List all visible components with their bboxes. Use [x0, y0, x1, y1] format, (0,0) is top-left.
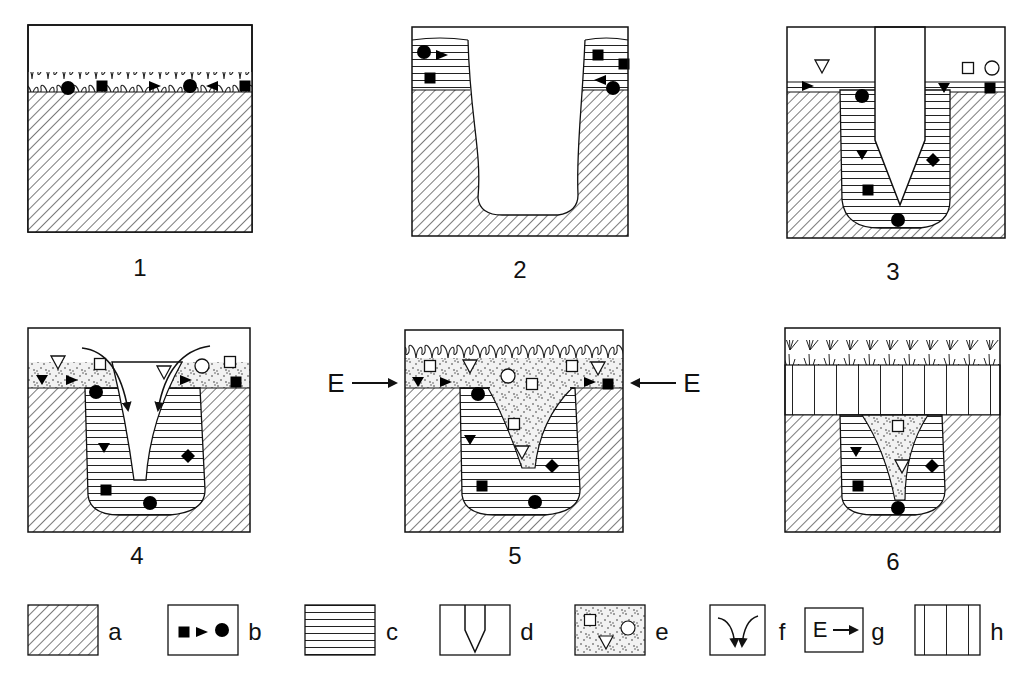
compression-label: E — [683, 370, 700, 396]
compression-arrows — [352, 383, 676, 384]
legend-letter: a — [108, 620, 121, 644]
panel-number: 6 — [886, 550, 899, 574]
panel-number: 4 — [130, 544, 143, 568]
legend-letter: e — [655, 620, 668, 644]
compression-label: E — [327, 370, 344, 396]
legend-letter: h — [990, 620, 1003, 644]
legend-swatches — [28, 605, 980, 655]
panel-1 — [28, 25, 252, 232]
panel-number: 3 — [886, 260, 899, 284]
legend-letter: d — [520, 620, 533, 644]
compression-label: E — [813, 619, 828, 641]
panel-6 — [785, 328, 1000, 532]
panel-number: 1 — [133, 256, 146, 280]
legend-letter: g — [871, 620, 884, 644]
legend-letter: c — [386, 620, 398, 644]
panel-number: 5 — [508, 544, 521, 568]
panel-number: 2 — [513, 258, 526, 282]
panel-2 — [412, 27, 630, 236]
legend-letter: b — [248, 620, 261, 644]
panel-3 — [787, 27, 1005, 238]
panel-5 — [405, 330, 623, 532]
panel-4 — [28, 328, 250, 532]
legend-letter: f — [779, 620, 786, 644]
